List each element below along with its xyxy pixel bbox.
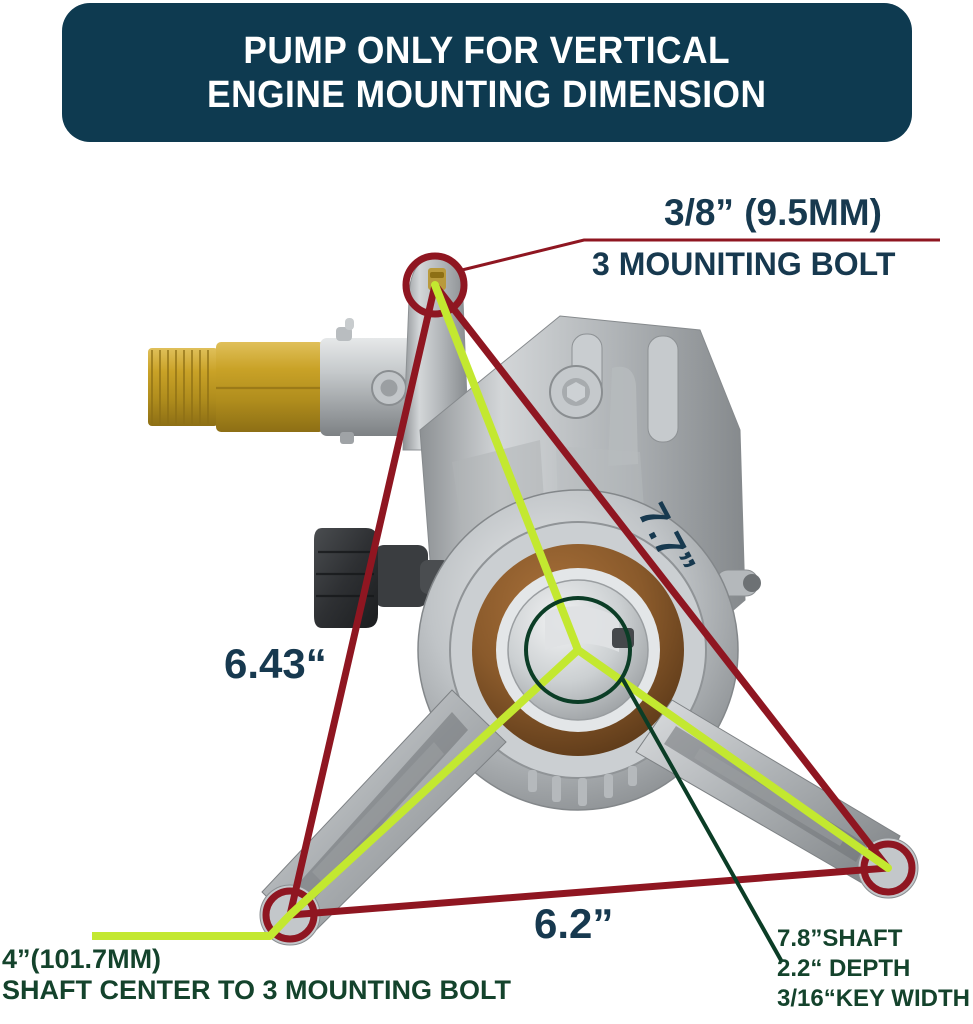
shaft-length-label: 7.8”SHAFT <box>777 925 903 952</box>
bolt-marker-bottom-right <box>860 840 916 896</box>
shaft-center-rays <box>286 281 892 919</box>
dimension-left-label: 6.43“ <box>224 640 327 687</box>
shaft-center-dim-label: 4”(101.7MM) <box>2 944 162 974</box>
bolt-size-leader <box>461 238 940 272</box>
brass-inlet-fitting <box>148 342 324 432</box>
bolt-size-label: 3/8” (9.5MM) <box>664 192 882 233</box>
mounting-leg-right <box>635 699 901 891</box>
shaft-detail-leader <box>620 677 784 963</box>
bolt-triangle-overlay <box>286 282 891 919</box>
banner-line-1: PUMP ONLY FOR VERTICAL <box>243 29 731 72</box>
header-banner: PUMP ONLY FOR VERTICAL ENGINE MOUNTING D… <box>62 3 912 142</box>
bolt-hole-markers <box>262 252 916 943</box>
shaft-center-callout-leader <box>92 912 293 940</box>
mounting-leg-left <box>261 689 507 939</box>
shaft-center-desc-label: SHAFT CENTER TO 3 MOUNTING BOLT <box>2 975 511 1005</box>
banner-line-2: ENGINE MOUNTING DIMENSION <box>207 73 767 116</box>
dimension-bottom-label: 6.2” <box>534 900 614 947</box>
bolt-marker-top <box>402 252 468 318</box>
shaft-detail-annotation <box>524 596 784 963</box>
pump-body-group <box>148 257 919 946</box>
key-width-label: 3/16“KEY WIDTH <box>777 985 970 1012</box>
shaft-bore-circle <box>524 596 632 704</box>
bolt-count-label: 3 MOUNITING BOLT <box>592 246 896 282</box>
bolt-marker-bottom-left <box>262 887 318 943</box>
shaft-depth-label: 2.2“ DEPTH <box>777 955 911 982</box>
